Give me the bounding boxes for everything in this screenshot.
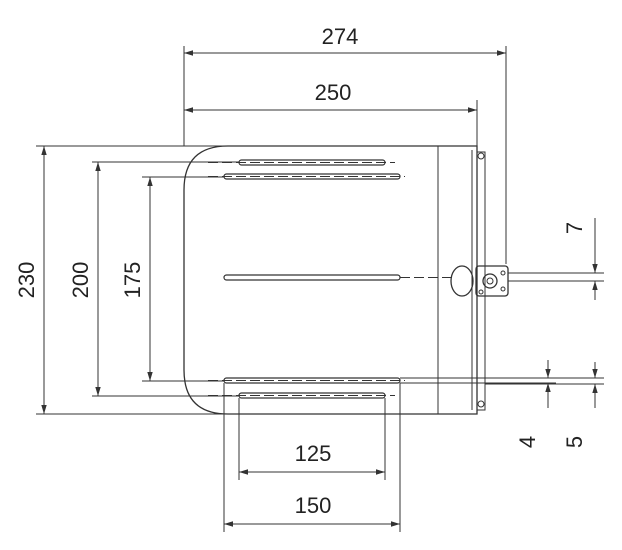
dim-label-200: 200 — [68, 262, 93, 299]
dimension-150: 150 — [223, 383, 401, 532]
slot-middle — [223, 274, 401, 281]
dimension-175: 175 — [120, 176, 224, 382]
dimension-274: 274 — [183, 24, 507, 264]
dim-label-5: 5 — [562, 436, 587, 448]
rail-screw-bottom — [477, 400, 485, 408]
latch-housing — [475, 265, 509, 297]
latch-keyhole — [486, 277, 494, 285]
dimension-250: 250 — [184, 80, 478, 146]
dim-label-150: 150 — [295, 493, 332, 518]
dim-label-4: 4 — [515, 436, 540, 448]
dimension-200: 200 — [68, 161, 239, 397]
dimension-125: 125 — [238, 398, 386, 480]
dim-label-7: 7 — [562, 222, 587, 234]
dim-label-175: 175 — [120, 262, 145, 299]
rail-screw-top — [477, 152, 485, 160]
slots — [208, 159, 455, 399]
side-rail — [476, 151, 486, 411]
dimension-230: 230 — [14, 145, 228, 415]
latch — [450, 265, 509, 297]
dimension-4: 4 — [400, 360, 556, 448]
dimension-7: 7 — [508, 218, 604, 300]
latch-knob — [450, 265, 474, 297]
dim-label-274: 274 — [322, 24, 359, 49]
dim-label-230: 230 — [14, 262, 39, 299]
dim-label-125: 125 — [295, 441, 332, 466]
dimension-5: 5 — [485, 362, 604, 448]
latch-cylinder — [482, 273, 498, 289]
dim-label-250: 250 — [315, 80, 352, 105]
